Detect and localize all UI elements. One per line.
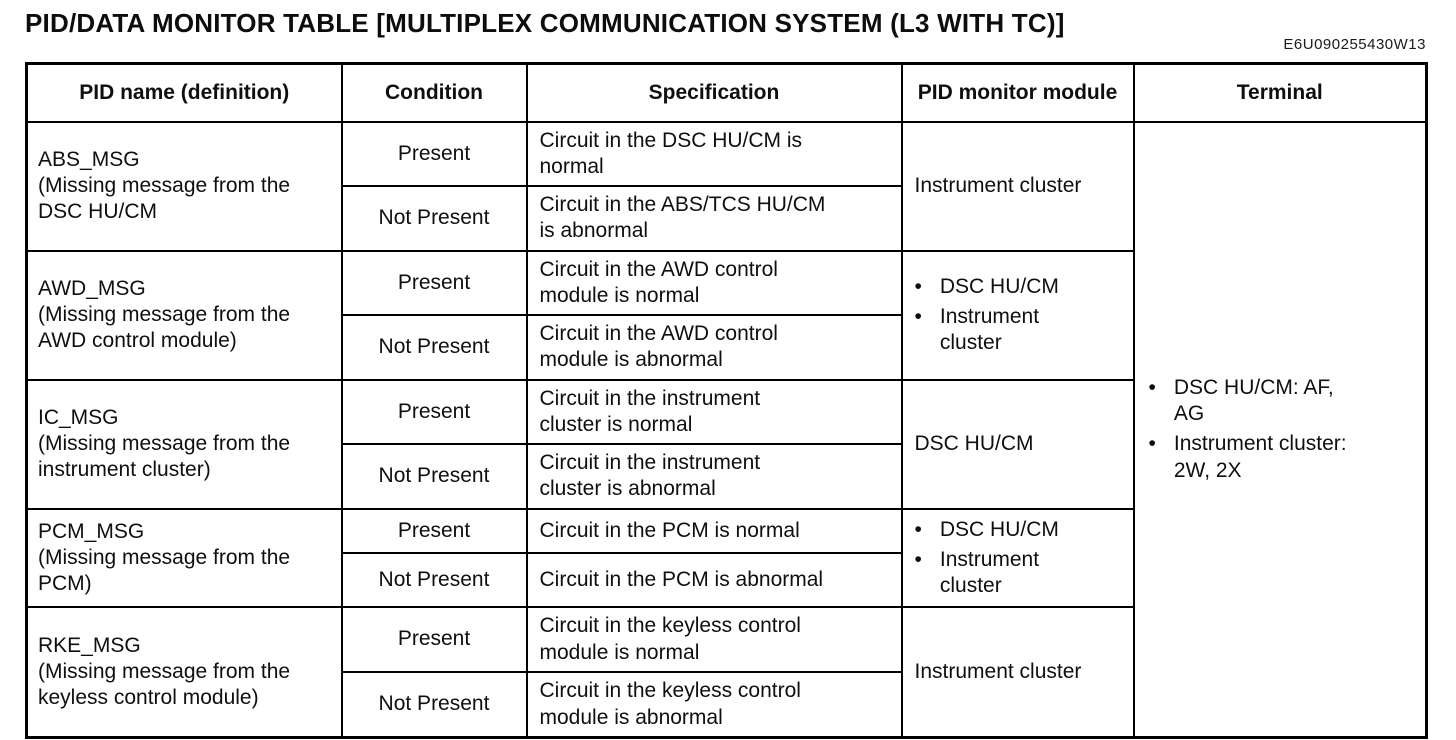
pid-code: IC_MSG [38, 405, 119, 429]
specification-cell: Circuit in the keyless control module is… [525, 670, 903, 739]
specification-text: Circuit in the instrument cluster is abn… [539, 451, 761, 501]
page-title: PID/DATA MONITOR TABLE [MULTIPLEX COMMUN… [25, 8, 1065, 38]
pid-cell-awd-msg: AWD_MSG (Missing message from the AWD co… [25, 249, 343, 381]
table-row: PCM_MSG (Missing message from the PCM) P… [25, 507, 1427, 609]
table-row: Not Present Circuit in the ABS/TCS HU/CM… [27, 185, 1427, 252]
specification-text: Circuit in the AWD control module is abn… [539, 322, 778, 372]
table-row: ABS_MSG (Missing message from the DSC HU… [25, 120, 1428, 739]
pid-code: RKE_MSG [38, 633, 141, 657]
bullet-icon: • [914, 517, 922, 541]
monitor-module-cell: DSC HU/CM [900, 378, 1135, 510]
monitor-module-item: • Instrument cluster [915, 545, 1125, 602]
monitor-module-item: • Instrument cluster [915, 302, 1125, 359]
condition-cell: Present [340, 378, 528, 445]
table-header-row: PID name (definition) Condition Specific… [25, 62, 1428, 123]
specification-cell: Circuit in the keyless control module is… [525, 606, 903, 673]
specification-text: Circuit in the instrument cluster is nor… [539, 386, 761, 436]
pid-cell-pcm-msg: PCM_MSG (Missing message from the PCM) [25, 507, 343, 609]
header-monitor-module: PID monitor module [900, 62, 1135, 123]
bullet-icon: • [1148, 432, 1156, 456]
condition-cell: Not Present [340, 314, 528, 381]
terminal-item-text: DSC HU/CM: AF, AG [1173, 375, 1334, 426]
specification-cell: Circuit in the DSC HU/CM is normal [525, 120, 903, 187]
table-row: Not Present Circuit in the AWD control m… [27, 314, 1427, 381]
monitor-module-item: • DSC HU/CM [915, 272, 1125, 302]
specification-text: Circuit in the keyless control module is… [539, 679, 801, 729]
condition-cell: Not Present [340, 185, 528, 252]
monitor-module-cell: Instrument cluster [900, 120, 1135, 252]
specification-cell: Circuit in the AWD control module is abn… [525, 314, 903, 381]
condition-cell: Present [340, 120, 528, 187]
terminal-cell: • DSC HU/CM: AF, AG • Instrument cluster… [1132, 120, 1428, 739]
pid-cell-abs-msg: ABS_MSG (Missing message from the DSC HU… [25, 120, 343, 252]
reference-code: E6U090255430W13 [1283, 36, 1426, 53]
pid-definition: (Missing message from the instrument clu… [38, 431, 291, 482]
header-specification: Specification [525, 62, 903, 123]
pid-cell-rke-msg: RKE_MSG (Missing message from the keyles… [25, 606, 343, 739]
pid-definition: (Missing message from the PCM) [38, 545, 291, 595]
monitor-module-text: DSC HU/CM [939, 274, 1059, 298]
specification-text: Circuit in the DSC HU/CM is normal [539, 128, 803, 178]
pid-cell-ic-msg: IC_MSG (Missing message from the instrum… [25, 378, 343, 510]
specification-cell: Circuit in the instrument cluster is nor… [525, 378, 903, 445]
specification-text: Circuit in the keyless control module is… [539, 614, 801, 664]
table-row: AWD_MSG (Missing message from the AWD co… [25, 249, 1427, 381]
terminal-item: • DSC HU/CM: AF, AG [1149, 373, 1418, 430]
pid-definition: (Missing message from the DSC HU/CM [38, 173, 291, 224]
header-condition: Condition [340, 62, 528, 123]
pid-code: ABS_MSG [38, 147, 140, 171]
header-terminal: Terminal [1132, 62, 1428, 123]
specification-cell: Circuit in the AWD control module is nor… [525, 249, 903, 316]
pid-definition: (Missing message from the AWD control mo… [38, 302, 291, 353]
bullet-icon: • [914, 547, 922, 571]
specification-text: Circuit in the ABS/TCS HU/CM is abnormal [539, 193, 826, 243]
bullet-icon: • [914, 304, 922, 328]
pid-code: PCM_MSG [38, 519, 145, 543]
specification-text: Circuit in the AWD control module is nor… [539, 257, 778, 307]
header-pid-name: PID name (definition) [25, 62, 343, 123]
monitor-module-text: DSC HU/CM [939, 517, 1059, 541]
condition-cell: Not Present [340, 443, 528, 510]
pid-code: AWD_MSG [38, 276, 146, 300]
table-row: Not Present Circuit in the instrument cl… [27, 443, 1427, 510]
monitor-module-item: • DSC HU/CM [915, 515, 1125, 545]
specification-cell: Circuit in the PCM is normal [525, 507, 903, 555]
condition-cell: Present [340, 507, 528, 555]
bullet-icon: • [1148, 375, 1156, 399]
monitor-module-cell: • DSC HU/CM • Instrument cluster [900, 249, 1135, 381]
terminal-item-text: Instrument cluster: 2W, 2X [1173, 432, 1347, 482]
specification-cell: Circuit in the PCM is abnormal [525, 552, 903, 609]
terminal-item: • Instrument cluster: 2W, 2X [1149, 429, 1418, 486]
table-row: IC_MSG (Missing message from the instrum… [25, 378, 1427, 510]
condition-cell: Not Present [340, 670, 528, 739]
monitor-module-text: Instrument cluster [939, 304, 1040, 355]
monitor-module-cell: • DSC HU/CM • Instrument cluster [900, 507, 1135, 609]
monitor-module-text: Instrument cluster [939, 547, 1040, 597]
specification-cell: Circuit in the instrument cluster is abn… [525, 443, 903, 510]
bullet-icon: • [914, 274, 922, 298]
table-row: Not Present Circuit in the PCM is abnorm… [27, 552, 1427, 609]
pid-data-monitor-table: PID name (definition) Condition Specific… [25, 62, 1428, 740]
specification-text: Circuit in the PCM is abnormal [539, 568, 824, 592]
specification-text: Circuit in the PCM is normal [539, 518, 800, 542]
condition-cell: Present [340, 606, 528, 673]
table-row: Not Present Circuit in the keyless contr… [27, 670, 1427, 739]
pid-definition: (Missing message from the keyless contro… [38, 660, 291, 710]
monitor-module-cell: Instrument cluster [900, 606, 1135, 739]
condition-cell: Not Present [340, 552, 528, 609]
table-row: RKE_MSG (Missing message from the keyles… [25, 606, 1427, 739]
condition-cell: Present [340, 249, 528, 316]
specification-cell: Circuit in the ABS/TCS HU/CM is abnormal [525, 185, 903, 252]
